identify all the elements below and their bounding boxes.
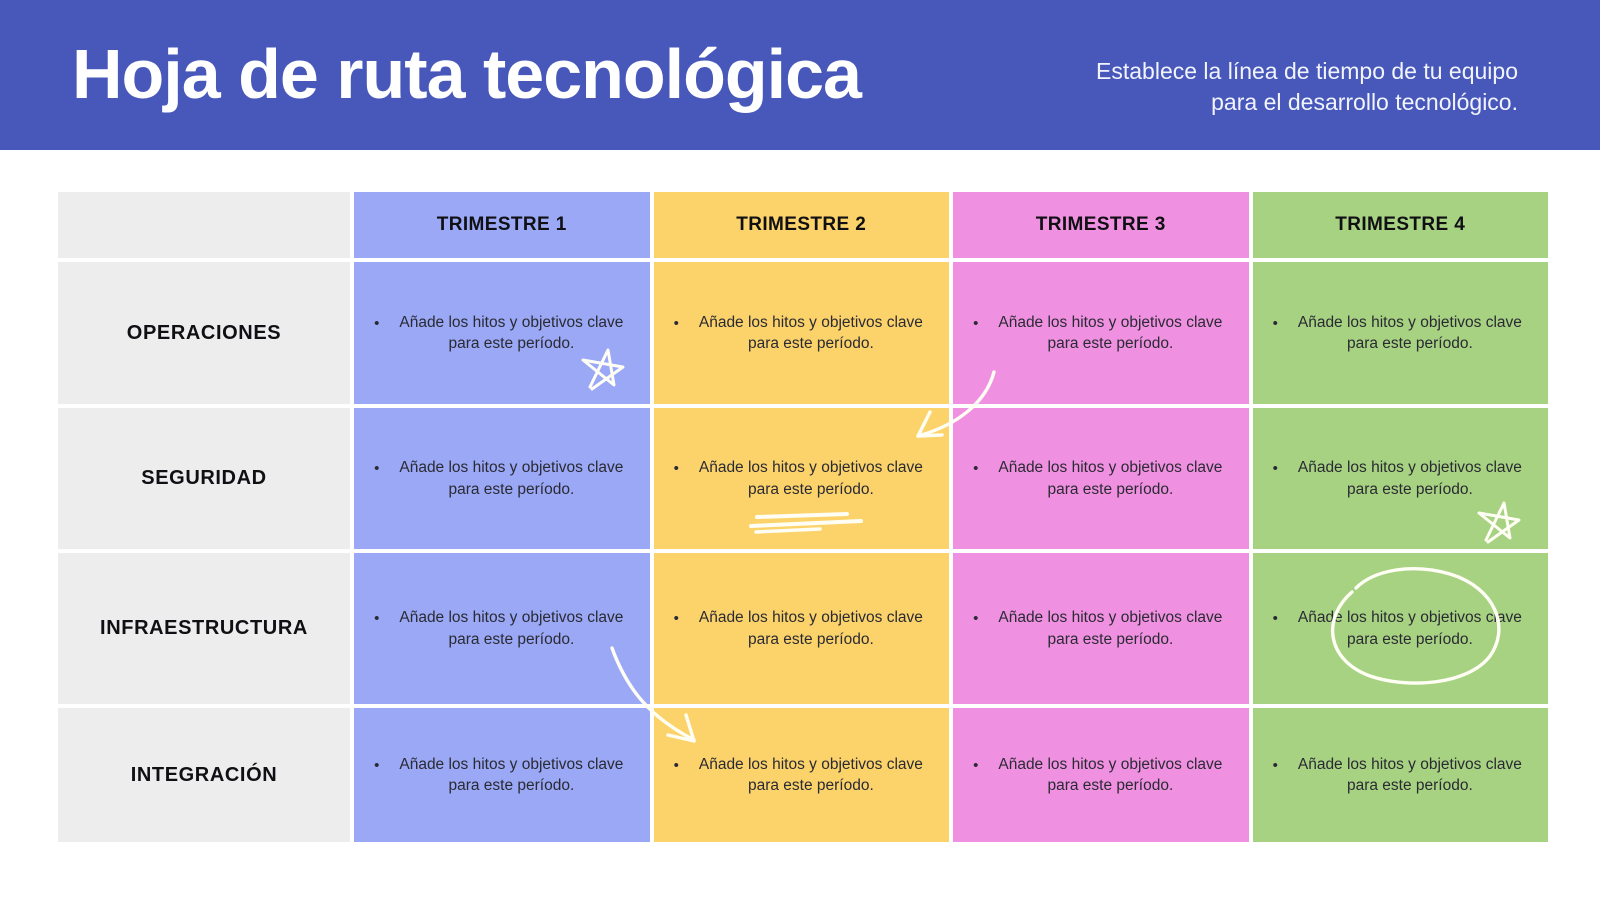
- title-banner: Hoja de ruta tecnológica Establece la lí…: [0, 0, 1600, 150]
- cell-integracion-trimestre-4: • Añade los hitos y objetivos clave para …: [1252, 708, 1548, 842]
- cell-text: Añade los hitos y objetivos clave para e…: [1297, 459, 1522, 498]
- cell-text: Añade los hitos y objetivos clave para e…: [998, 313, 1223, 352]
- bullet-icon: •: [374, 756, 380, 774]
- cell-integracion-trimestre-2: • Añade los hitos y objetivos clave para …: [653, 708, 949, 842]
- bullet-icon: •: [1272, 314, 1278, 332]
- column-header-label: TRIMESTRE 1: [436, 214, 567, 235]
- row-label-operaciones: OPERACIONES: [58, 262, 350, 404]
- cell-seguridad-trimestre-1: • Añade los hitos y objetivos clave para …: [354, 408, 650, 549]
- cell-text: Añade los hitos y objetivos clave para e…: [698, 459, 923, 498]
- bullet-icon: •: [1272, 756, 1278, 774]
- cell-infraestructura-trimestre-3: • Añade los hitos y objetivos clave para …: [953, 553, 1249, 704]
- page-subtitle: Establece la línea de tiempo de tu equip…: [1096, 58, 1518, 116]
- cell-text: Añade los hitos y objetivos clave para e…: [998, 459, 1223, 498]
- bullet-icon: •: [673, 756, 679, 774]
- cell-text: Añade los hitos y objetivos clave para e…: [1297, 609, 1522, 648]
- column-header-trimestre-3: TRIMESTRE 3: [953, 192, 1249, 258]
- column-header-label: TRIMESTRE 3: [1035, 214, 1166, 235]
- bullet-icon: •: [973, 460, 979, 478]
- cell-text: Añade los hitos y objetivos clave para e…: [698, 755, 923, 794]
- column-header-label: TRIMESTRE 2: [736, 214, 867, 235]
- corner-cell: [58, 192, 350, 258]
- cell-seguridad-trimestre-3: • Añade los hitos y objetivos clave para …: [953, 408, 1249, 549]
- bullet-icon: •: [673, 314, 679, 332]
- bullet-icon: •: [1272, 460, 1278, 478]
- roadmap-table: TRIMESTRE 1 TRIMESTRE 2 TRIMESTRE 3 TRIM…: [58, 192, 1548, 842]
- column-header-label: TRIMESTRE 4: [1335, 214, 1466, 235]
- cell-operaciones-trimestre-2: • Añade los hitos y objetivos clave para …: [653, 262, 949, 404]
- cell-operaciones-trimestre-4: • Añade los hitos y objetivos clave para …: [1252, 262, 1548, 404]
- column-header-trimestre-2: TRIMESTRE 2: [653, 192, 949, 258]
- cell-text: Añade los hitos y objetivos clave para e…: [698, 609, 923, 648]
- bullet-icon: •: [374, 460, 380, 478]
- cell-infraestructura-trimestre-2: • Añade los hitos y objetivos clave para …: [653, 553, 949, 704]
- row-label-seguridad: SEGURIDAD: [58, 408, 350, 549]
- bullet-icon: •: [374, 314, 380, 332]
- cell-text: Añade los hitos y objetivos clave para e…: [399, 755, 624, 794]
- cell-operaciones-trimestre-1: • Añade los hitos y objetivos clave para …: [354, 262, 650, 404]
- bullet-icon: •: [673, 460, 679, 478]
- cell-text: Añade los hitos y objetivos clave para e…: [399, 609, 624, 648]
- row-label-integracion: INTEGRACIÓN: [58, 708, 350, 842]
- bullet-icon: •: [374, 610, 380, 628]
- column-header-trimestre-1: TRIMESTRE 1: [354, 192, 650, 258]
- row-label-text: INFRAESTRUCTURA: [100, 617, 308, 639]
- cell-text: Añade los hitos y objetivos clave para e…: [998, 755, 1223, 794]
- page-title: Hoja de ruta tecnológica: [72, 35, 862, 113]
- bullet-icon: •: [673, 610, 679, 628]
- cell-integracion-trimestre-3: • Añade los hitos y objetivos clave para …: [953, 708, 1249, 842]
- cell-text: Añade los hitos y objetivos clave para e…: [1297, 755, 1522, 794]
- row-label-infraestructura: INFRAESTRUCTURA: [58, 553, 350, 704]
- cell-text: Añade los hitos y objetivos clave para e…: [399, 459, 624, 498]
- row-label-text: INTEGRACIÓN: [130, 763, 278, 786]
- row-label-text: SEGURIDAD: [141, 467, 267, 489]
- cell-text: Añade los hitos y objetivos clave para e…: [698, 313, 923, 352]
- row-label-text: OPERACIONES: [126, 321, 282, 344]
- cell-seguridad-trimestre-2: • Añade los hitos y objetivos clave para …: [653, 408, 949, 549]
- cell-text: Añade los hitos y objetivos clave para e…: [998, 609, 1223, 648]
- cell-text: Añade los hitos y objetivos clave para e…: [399, 313, 624, 352]
- cell-infraestructura-trimestre-4: • Añade los hitos y objetivos clave para …: [1252, 553, 1548, 704]
- cell-text: Añade los hitos y objetivos clave para e…: [1297, 313, 1522, 352]
- column-header-trimestre-4: TRIMESTRE 4: [1252, 192, 1548, 258]
- bullet-icon: •: [973, 610, 979, 628]
- cell-integracion-trimestre-1: • Añade los hitos y objetivos clave para …: [354, 708, 650, 842]
- bullet-icon: •: [1272, 610, 1278, 628]
- cell-operaciones-trimestre-3: • Añade los hitos y objetivos clave para …: [953, 262, 1249, 404]
- cell-seguridad-trimestre-4: • Añade los hitos y objetivos clave para …: [1252, 408, 1548, 549]
- bullet-icon: •: [973, 756, 979, 774]
- cell-infraestructura-trimestre-1: • Añade los hitos y objetivos clave para …: [354, 553, 650, 704]
- bullet-icon: •: [973, 314, 979, 332]
